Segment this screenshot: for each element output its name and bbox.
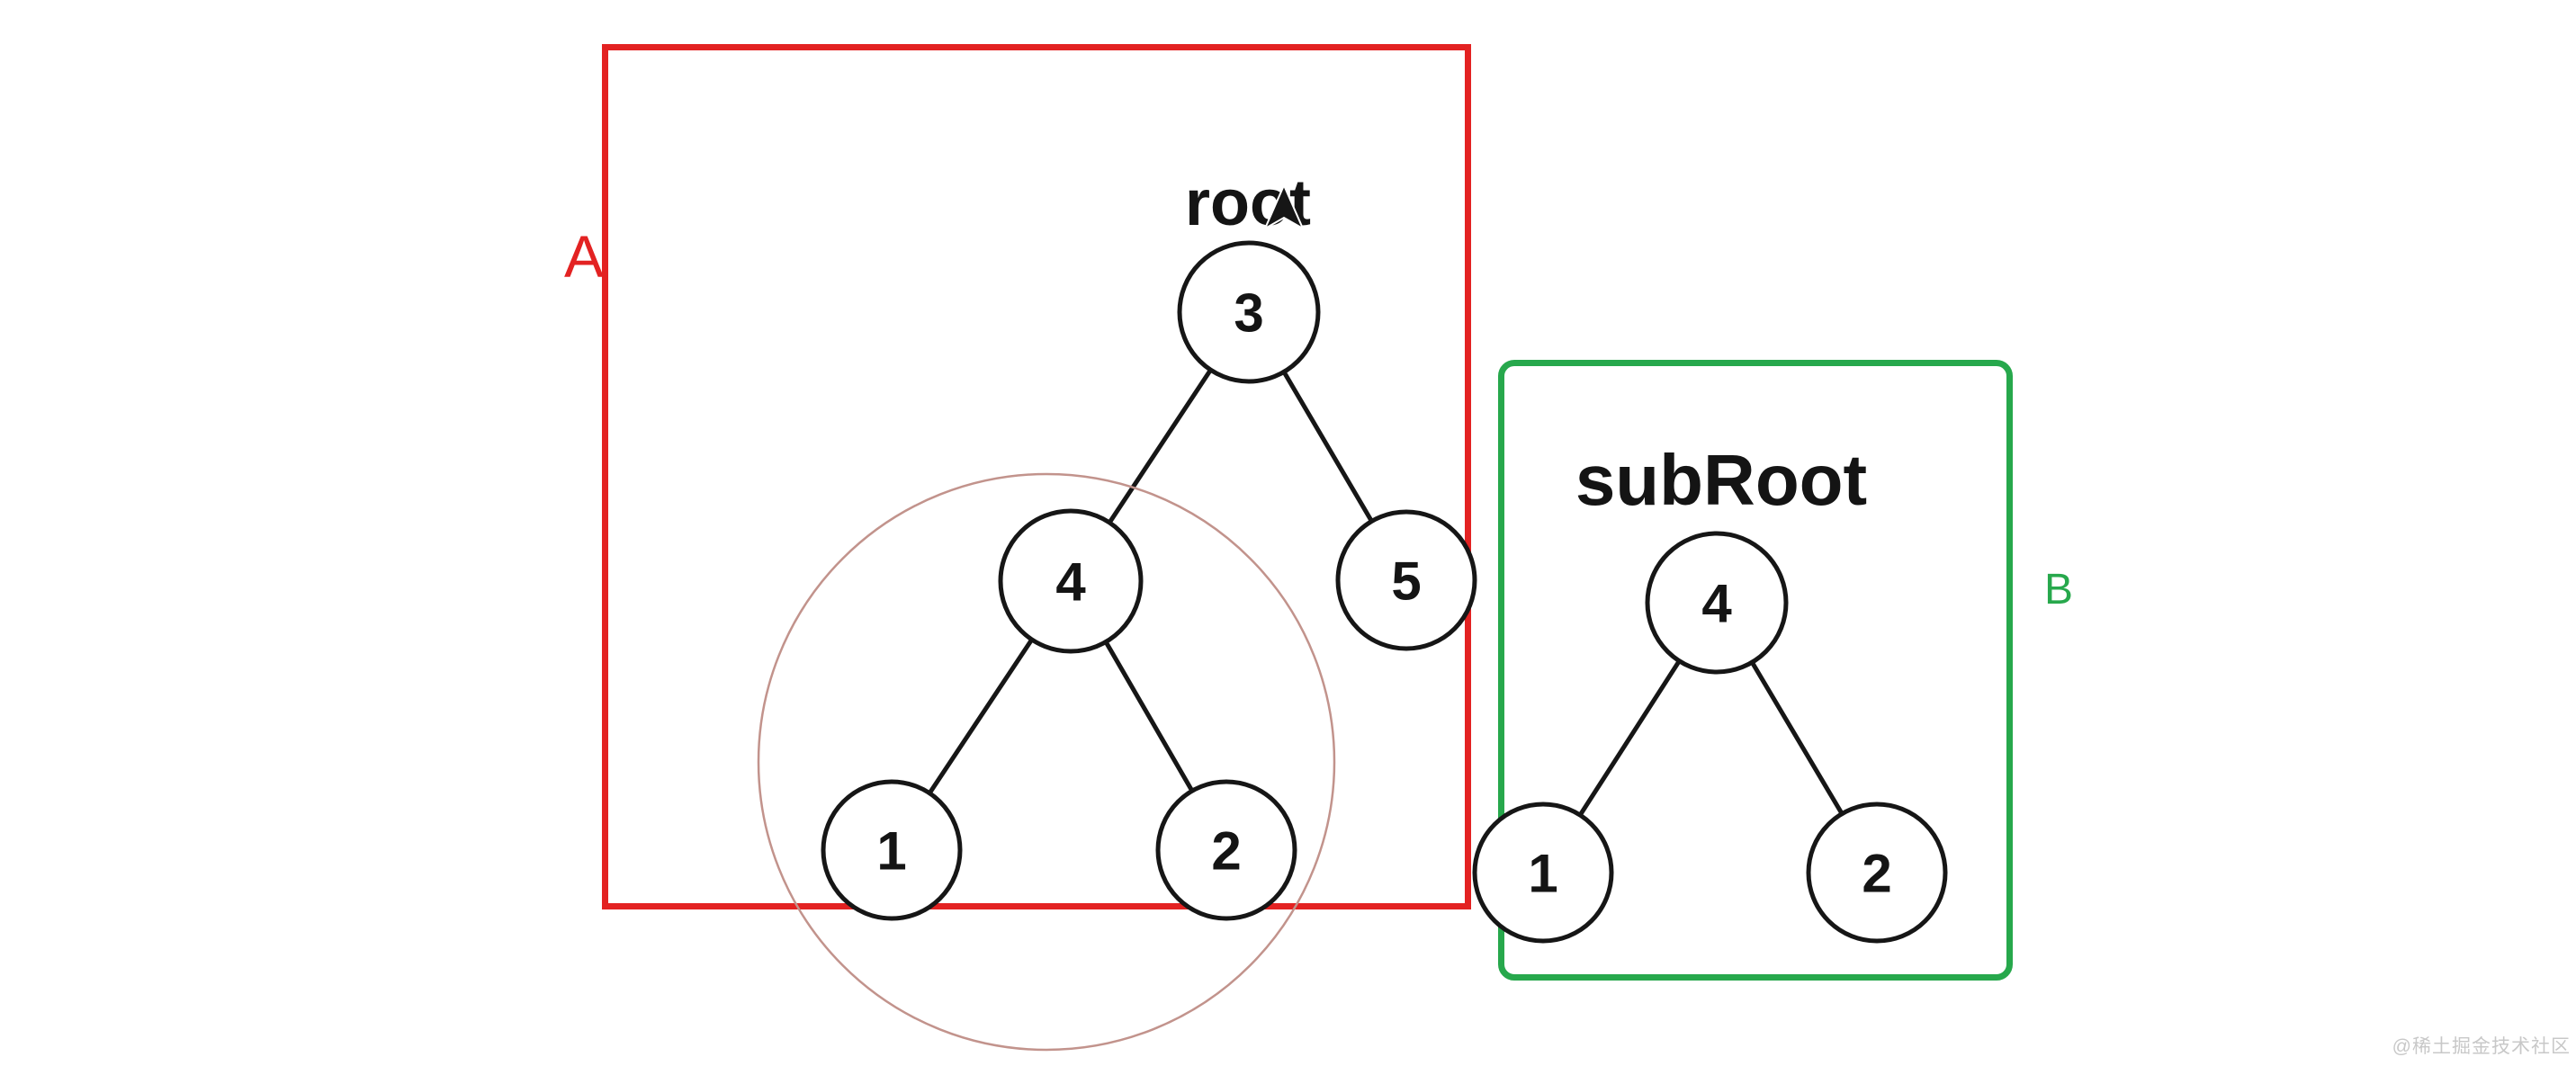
- tree-node-subRoot-2: [1806, 802, 1948, 944]
- tree-node-value-subRoot-1: 1: [1528, 844, 1557, 904]
- tree-node-value-root-1: 1: [876, 821, 906, 882]
- tree-node-value-root-4: 4: [1055, 552, 1086, 613]
- tree-subroot-title: subRoot: [1575, 440, 1868, 520]
- tree-node-value-root-5: 5: [1391, 551, 1421, 612]
- tree-node-value-root-3: 3: [1234, 283, 1263, 344]
- tree-a-bounding-box: [602, 44, 1471, 909]
- subtree-highlight-circle: [757, 472, 1336, 1052]
- tree-node-root-3: [1177, 240, 1321, 384]
- tree-b-bounding-box: [1498, 360, 2013, 981]
- tree-node-value-subRoot-4: 4: [1701, 574, 1732, 634]
- tree-node-root-1: [821, 779, 963, 921]
- tree-node-root-4: [998, 508, 1144, 654]
- tree-root-title: root: [1185, 167, 1311, 239]
- box-b-label: B: [2044, 566, 2074, 614]
- tree-node-value-subRoot-2: 2: [1862, 844, 1891, 904]
- tree-node-subRoot-1: [1472, 802, 1614, 944]
- watermark-text: @稀土掘金技术社区: [2392, 1036, 2571, 1057]
- tree-node-root-5: [1335, 509, 1477, 651]
- tree-node-value-root-2: 2: [1211, 821, 1241, 882]
- box-a-label: A: [564, 223, 605, 290]
- tree-node-subRoot-4: [1645, 531, 1789, 675]
- tree-node-root-2: [1155, 779, 1297, 921]
